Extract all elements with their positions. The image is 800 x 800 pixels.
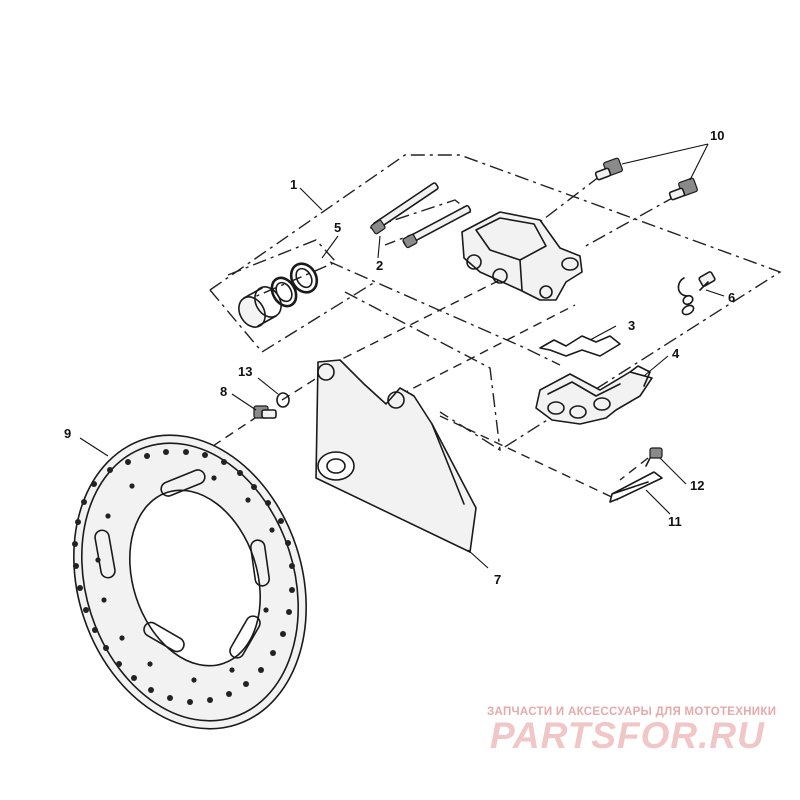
caliper-bolt	[253, 405, 277, 419]
callout-6: 6	[728, 290, 735, 305]
brake-caliper	[461, 211, 583, 301]
caliper-mount-bolts	[594, 157, 698, 201]
callout-13: 13	[238, 364, 252, 379]
callout-1: 1	[290, 177, 297, 192]
callout-3: 3	[628, 318, 635, 333]
bleeder-valve	[677, 271, 716, 316]
callout-12: 12	[690, 478, 704, 493]
callout-8: 8	[220, 384, 227, 399]
caliper-bracket	[315, 359, 477, 553]
washer	[276, 392, 290, 408]
callout-9: 9	[64, 426, 71, 441]
callout-leaders	[79, 143, 725, 569]
callout-2: 2	[376, 258, 383, 273]
piston-seal-kit	[238, 262, 319, 328]
callout-5: 5	[334, 220, 341, 235]
pad-spring	[539, 335, 621, 357]
callout-11: 11	[668, 514, 682, 529]
callout-numbers: 1 2 3 4 5 6 7 8 9 10 11 12 13	[64, 128, 735, 587]
retaining-pin	[609, 471, 663, 503]
callout-4: 4	[672, 346, 680, 361]
watermark-brand: PARTSFOR.RU	[490, 715, 765, 756]
brake-pads	[535, 365, 653, 425]
callout-7: 7	[494, 572, 501, 587]
slide-pins	[370, 182, 472, 249]
assembly-guide-lines	[209, 154, 782, 501]
retaining-clip	[645, 447, 663, 467]
callout-10: 10	[710, 128, 724, 143]
brake-disc	[72, 434, 307, 730]
watermark-tagline: ЗАПЧАСТИ И АКСЕССУАРЫ ДЛЯ МОТОТЕХНИКИ	[487, 706, 777, 718]
disc-holes	[72, 449, 295, 705]
